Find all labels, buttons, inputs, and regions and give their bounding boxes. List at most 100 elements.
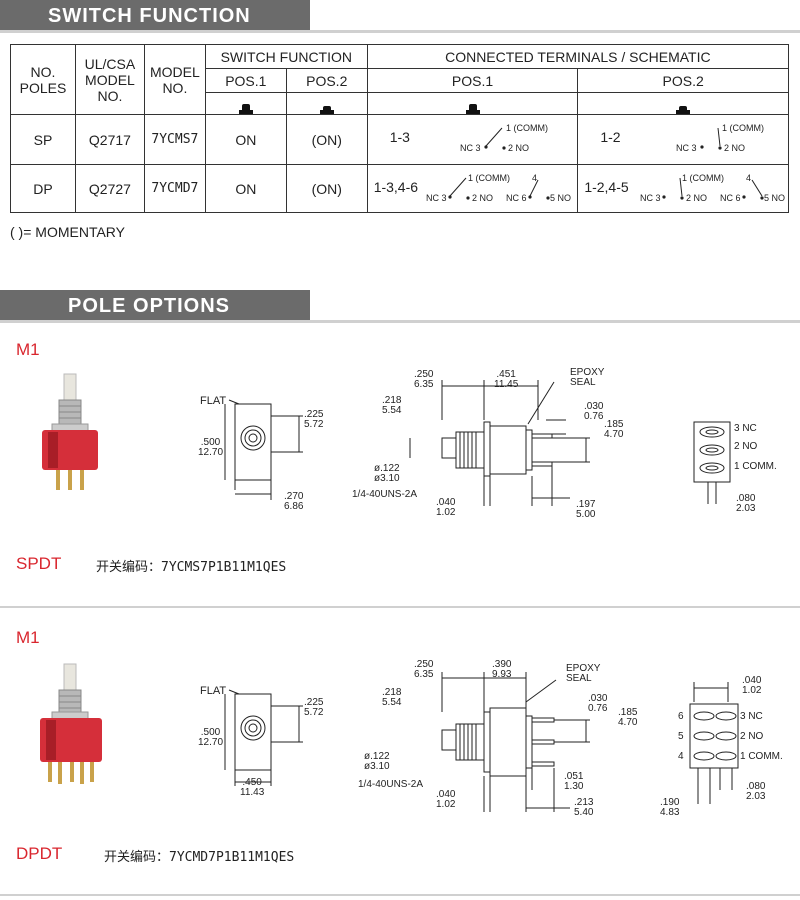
svg-text:2 NO: 2 NO xyxy=(472,193,493,203)
dpdt-schematic-pos2-icon: 1 (COMM) NC 3 2 NO 4 NC 6 5 NO xyxy=(640,173,785,203)
cell-ul: Q2727 xyxy=(74,164,145,213)
switch-function-table: NO. POLES UL/CSA MODEL NO. MODEL NO. SWI… xyxy=(10,44,790,213)
conn-label: 1-2,4-5 xyxy=(584,179,629,195)
header-no-poles: NO. POLES xyxy=(10,44,76,115)
header-model-no: MODEL NO. xyxy=(143,44,206,115)
svg-text:NC 3: NC 3 xyxy=(460,143,481,153)
dpdt-front-view-drawing xyxy=(224,689,303,786)
svg-text:5 NO: 5 NO xyxy=(550,193,571,203)
svg-text:NC 6: NC 6 xyxy=(506,193,527,203)
type-label-spdt: SPDT xyxy=(16,554,62,573)
section-title-switch-function: SWITCH FUNCTION xyxy=(0,0,310,32)
cell-model: 7YCMD7 xyxy=(143,164,206,213)
header-ct-pos1: POS.1 xyxy=(366,68,579,93)
section-rule xyxy=(0,320,800,323)
conn-label: 1-2 xyxy=(600,129,621,145)
plunger-up-icon xyxy=(204,92,287,115)
thread-label: 1/4-40UNS-2A xyxy=(358,779,424,790)
header-sf-pos1: POS.1 xyxy=(204,68,287,93)
cell-pos1: ON xyxy=(204,164,287,213)
cell-poles: DP xyxy=(10,164,76,213)
svg-text:NC 6: NC 6 xyxy=(720,193,741,203)
plunger-down-icon xyxy=(577,92,789,115)
pin-3-nc-label: 3 NC xyxy=(740,711,763,722)
section-title-pole-options: POLE OPTIONS xyxy=(0,290,310,322)
pin-2-no-label: 2 NO xyxy=(740,731,764,742)
plunger-up-icon xyxy=(366,92,579,115)
option-label: M1 xyxy=(16,340,40,359)
divider xyxy=(0,606,800,608)
option-label: M1 xyxy=(16,628,40,647)
pin-3-nc-label: 3 NC xyxy=(734,423,757,434)
epoxy-seal-label: EPOXY SEAL xyxy=(566,663,601,684)
dpdt-schematic-pos1-icon: 1 (COMM) NC 3 2 NO 4 NC 6 5 NO xyxy=(426,173,571,203)
cell-conn2: 1-2 1 (COMM) NC 3 2 NO xyxy=(577,114,789,165)
header-connected-terminals: CONNECTED TERMINALS / SCHEMATIC xyxy=(366,44,790,69)
svg-text:1 (COMM): 1 (COMM) xyxy=(682,173,724,183)
pin-5-label: 5 xyxy=(678,731,684,742)
svg-text:2 NO: 2 NO xyxy=(686,193,707,203)
cell-conn2: 1-2,4-5 1 (COMM) NC 3 2 NO 4 NC 6 5 NO xyxy=(577,164,789,213)
plunger-down-icon xyxy=(285,92,368,115)
spdt-front-view-drawing xyxy=(224,399,303,500)
svg-text:2 NO: 2 NO xyxy=(724,143,745,153)
dpdt-switch-photo-icon xyxy=(40,663,102,784)
dpdt-side-view-drawing xyxy=(441,672,590,812)
epoxy-seal-label: EPOXY SEAL xyxy=(570,367,605,388)
cell-pos2: (ON) xyxy=(285,164,368,213)
table-row: DP Q2727 7YCMD7 ON (ON) 1-3,4-6 1 (COMM)… xyxy=(10,164,789,213)
spdt-switch-photo-icon xyxy=(42,373,98,490)
svg-text:4: 4 xyxy=(532,173,537,183)
divider xyxy=(0,894,800,896)
spdt-side-view-drawing xyxy=(409,380,590,506)
svg-text:5 NO: 5 NO xyxy=(764,193,785,203)
pin-2-no-label: 2 NO xyxy=(734,441,758,452)
pin-1-comm-label: 1 COMM. xyxy=(740,751,783,762)
table-row: SP Q2717 7YCMS7 ON (ON) 1-3 1 (COMM) NC … xyxy=(10,114,789,165)
svg-text:1 (COMM): 1 (COMM) xyxy=(722,123,764,133)
cell-pos1: ON xyxy=(204,114,287,165)
pin-6-label: 6 xyxy=(678,711,684,722)
dpdt-pin-layout-drawing xyxy=(689,682,739,804)
flat-label: FLAT xyxy=(200,395,227,407)
header-switch-function: SWITCH FUNCTION xyxy=(204,44,368,69)
ordering-code: 开关编码：7YCMD7P1B11M1QES xyxy=(104,850,295,865)
svg-text:4: 4 xyxy=(746,173,751,183)
spdt-schematic-pos1-icon: 1 (COMM) NC 3 2 NO xyxy=(460,123,548,153)
svg-text:2 NO: 2 NO xyxy=(508,143,529,153)
cell-poles: SP xyxy=(10,114,76,165)
svg-text:1 (COMM): 1 (COMM) xyxy=(468,173,510,183)
spdt-pin-layout-drawing xyxy=(693,421,731,504)
type-label-dpdt: DPDT xyxy=(16,844,63,863)
header-sf-pos2: POS.2 xyxy=(285,68,368,93)
conn-label: 1-3,4-6 xyxy=(373,179,419,195)
svg-text:NC 3: NC 3 xyxy=(640,193,661,203)
thread-label: 1/4-40UNS-2A xyxy=(352,489,418,500)
cell-conn1: 1-3 1 (COMM) NC 3 2 NO xyxy=(366,114,579,165)
svg-text:NC 3: NC 3 xyxy=(676,143,697,153)
header-ct-pos2: POS.2 xyxy=(577,68,789,93)
cell-ul: Q2717 xyxy=(74,114,145,165)
cell-pos2: (ON) xyxy=(285,114,368,165)
